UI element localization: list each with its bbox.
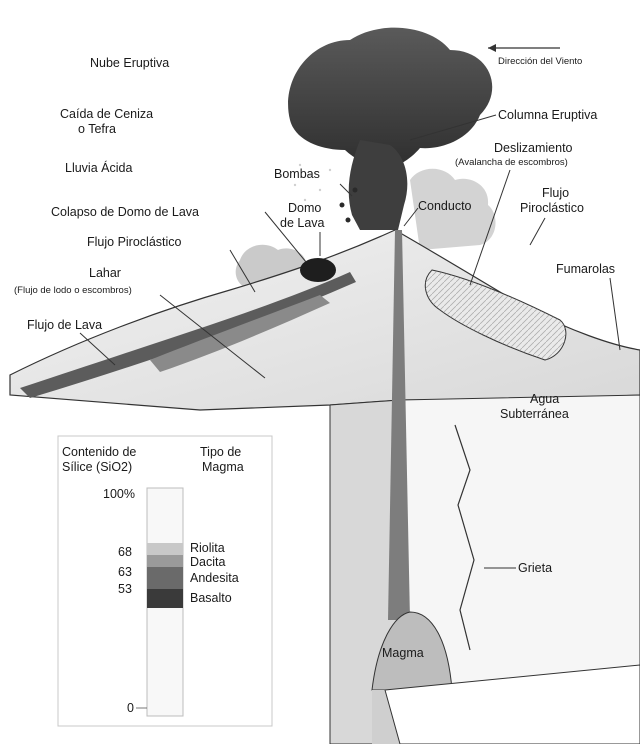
label-conducto: Conducto [418,199,472,213]
label-deslizamiento: Deslizamiento [494,141,573,155]
label-avalancha: (Avalancha de escombros) [455,157,568,168]
label-flujo-lava: Flujo de Lava [27,318,102,332]
label-bombas: Bombas [274,167,320,181]
silica-header-right-1: Tipo de [200,445,241,459]
silica-tick-68: 68 [118,545,132,559]
magma-riolita: Riolita [190,541,225,555]
label-lahar-sub: (Flujo de lodo o escombros) [14,285,132,296]
leader-flujo-right [530,218,545,245]
label-subterranea: Subterránea [500,407,569,421]
leader-fumarolas [610,278,620,350]
label-magma: Magma [382,646,424,660]
label-lluvia-acida: Lluvia Ácida [65,160,132,175]
label-flujo-right-1: Flujo [542,186,569,200]
segment-basalto [147,589,183,608]
label-domo: Domo [288,201,321,215]
segment-dacita [147,555,183,567]
label-columna-eruptiva: Columna Eruptiva [498,108,597,122]
label-de-lava: de Lava [280,216,325,230]
magma-andesita: Andesita [190,571,239,585]
silica-header-left-1: Contenido de [62,445,136,459]
segment-andesita [147,567,183,589]
silica-tick-100: 100% [103,487,135,501]
label-colapso-domo: Colapso de Domo de Lava [51,205,199,219]
label-tefra: o Tefra [78,122,116,136]
label-caida-ceniza: Caída de Ceniza [60,107,153,121]
label-direccion-viento: Dirección del Viento [498,56,582,67]
label-flujo-right-2: Piroclástico [520,201,584,215]
magma-basalto: Basalto [190,591,232,605]
label-fumarolas: Fumarolas [556,262,615,276]
silica-tick-53: 53 [118,582,132,596]
silica-chart: Contenido de Sílice (SiO2) Tipo de Magma… [58,436,272,726]
label-nube-eruptiva: Nube Eruptiva [90,56,169,70]
label-agua: Agua [530,392,559,406]
silica-tick-63: 63 [118,565,132,579]
segment-riolita [147,543,183,555]
label-flujo-piro-left: Flujo Piroclástico [87,235,182,249]
label-lahar: Lahar [89,266,121,280]
label-grieta: Grieta [518,561,552,575]
magma-dacita: Dacita [190,555,225,569]
silica-header-right-2: Magma [202,460,244,474]
wind-arrow [488,44,560,52]
silica-tick-0: 0 [127,701,134,715]
silica-header-left-2: Sílice (SiO2) [62,460,132,474]
